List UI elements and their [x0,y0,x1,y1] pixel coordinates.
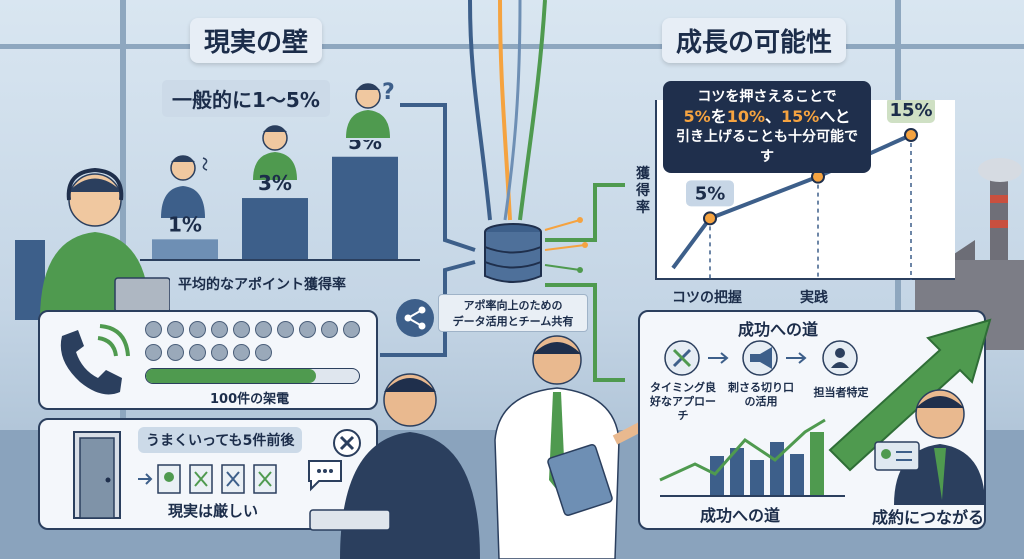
calls-progress-fill [146,369,317,383]
left-heading: 現実の壁 [190,18,323,63]
appointment-rate-chart: 1% 3% 5% [140,140,420,261]
tip-box: コツを押さえることで 5%を10%、15%へと 引き上げることも十分可能です [663,81,871,173]
contract-person-illustration [874,389,985,505]
bar-value-label: 3% [258,171,292,195]
worried-person-icon [161,155,208,218]
presenter-illustration [494,335,655,559]
call-operator-illustration [15,167,170,320]
file-documents-icons [138,464,277,494]
growth-bars-icon [659,418,845,497]
door-icon [73,431,121,519]
question-mark-icon: ? [382,80,395,105]
avatar [167,321,184,338]
reality-label: 現実は厳しい [168,502,259,520]
result-bubble: うまくいっても5件前後 [138,427,303,453]
right-heading: 成長の可能性 [662,18,847,63]
bar-value-label: 1% [168,212,202,236]
thinking-person-icon [346,83,390,138]
road-title: 成功への道 [738,320,819,339]
avatar [233,344,250,361]
phone-icon [60,324,130,395]
avatar [189,321,206,338]
seated-worker-illustration [309,373,480,559]
y-axis-label: 獲得率 [636,166,650,216]
avatar [211,344,228,361]
chevron-right-icon [850,427,876,453]
contract-label: 成約につながる [872,508,985,527]
avatar [255,321,272,338]
avatar [343,321,360,338]
road-bottom-label: 成功への道 [700,506,781,525]
close-icon [333,429,361,457]
bar-3 [332,156,398,260]
step-timing: タイミング良好なアプローチ [650,381,716,422]
database-icon [484,223,542,283]
value-tag-label: 5% [695,183,726,204]
bar-1 [152,239,218,260]
avatar [255,344,272,361]
chart-label: 平均的なアポイント獲得率 [178,277,346,293]
chat-bubble-icon [308,460,342,492]
avatar [145,321,162,338]
avatar [233,321,250,338]
avatar [299,321,316,338]
share-icon [396,299,434,337]
bar-2 [242,198,308,260]
growth-point-3 [904,128,918,142]
avatar [277,321,294,338]
bar-value-label: 5% [348,140,382,154]
avatar [145,344,162,361]
growth-point-1 [703,211,717,226]
avatar [321,321,338,338]
x-label-practice: 実践 [800,290,828,306]
value-tag-label: 15% [889,100,932,121]
x-label-skill: コツの把握 [672,290,742,306]
step-angle: 刺さる切り口の活用 [728,381,794,408]
avatar [167,344,184,361]
calls-label: 100件の架電 [210,392,290,407]
range-pill: 一般的に1～5% [162,80,330,117]
window-frame [0,44,1024,49]
calls-progress-bar [145,368,360,384]
database-caption: アポ率向上のための データ活用とチーム共有 [438,294,588,332]
avatar [211,321,228,338]
window-frame [120,0,126,430]
value-tag-bg [887,100,935,123]
value-tag-bg [686,180,734,207]
steps-icons [664,340,858,376]
neutral-person-icon [253,125,297,180]
call-avatar-grid [145,320,370,366]
step-decision-maker: 担当者特定 [813,386,869,399]
avatar [189,344,206,361]
